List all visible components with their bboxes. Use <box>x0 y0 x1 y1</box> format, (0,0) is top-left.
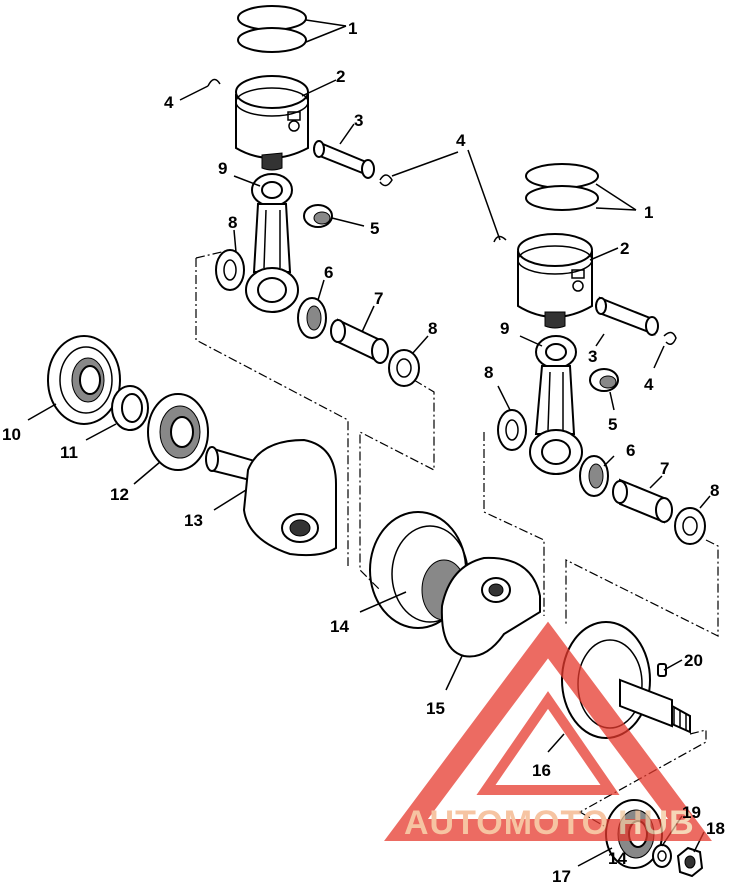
callout-1: 1 <box>644 203 653 222</box>
assembly-dash-lines <box>195 249 719 827</box>
piston-left <box>235 75 309 171</box>
crank-pin-left <box>330 318 389 364</box>
small-end-bearing-right <box>589 368 619 392</box>
piston-pin-left <box>313 140 375 179</box>
callout-2: 2 <box>336 67 345 86</box>
callout-8: 8 <box>484 363 493 382</box>
callout-7: 7 <box>374 289 383 308</box>
callout-3: 3 <box>354 111 363 130</box>
big-end-bearing-left <box>297 297 327 339</box>
crank-web-center <box>440 556 541 658</box>
crankshaft-half-left <box>205 438 337 557</box>
watermark-inner-triangle <box>476 691 620 795</box>
main-bearing-outer <box>47 335 121 425</box>
connecting-rod-left <box>245 173 299 313</box>
callout-15: 15 <box>426 699 445 718</box>
automotohub-watermark: AUTOMOTO HUB <box>384 621 712 842</box>
callout-18: 18 <box>706 819 725 838</box>
callout-11: 11 <box>60 443 78 462</box>
callout-8: 8 <box>710 481 719 500</box>
circlip-left-lower <box>379 174 393 187</box>
callout-10: 10 <box>2 425 21 444</box>
callout-12: 12 <box>110 485 129 504</box>
watermark-triangle <box>384 621 712 841</box>
small-end-bearing-left <box>303 204 333 228</box>
callout-5: 5 <box>608 415 617 434</box>
watermark-text-hub: HUB <box>618 804 695 842</box>
callout-5: 5 <box>370 219 379 238</box>
callout-4: 4 <box>456 131 466 150</box>
piston-rings-left <box>237 5 307 53</box>
callout-6: 6 <box>324 263 333 282</box>
seal-ring <box>111 385 149 431</box>
main-bearing-inner <box>147 393 209 471</box>
callout-7: 7 <box>660 459 669 478</box>
circlip-right-lower <box>663 331 677 345</box>
callout-16: 16 <box>532 761 551 780</box>
callout-4: 4 <box>644 375 654 394</box>
callout-8: 8 <box>228 213 237 232</box>
woodruff-key <box>657 663 667 677</box>
thrust-washer-right-b <box>674 507 706 545</box>
callout-20: 20 <box>684 651 703 670</box>
lock-washer <box>652 844 672 868</box>
callout-6: 6 <box>626 441 635 460</box>
connecting-rod-right <box>529 335 583 475</box>
leader-lines <box>27 19 711 867</box>
callout-19: 19 <box>682 803 701 822</box>
piston-right <box>517 233 593 329</box>
thrust-washer-left-a <box>215 249 245 291</box>
piston-pin-right <box>595 296 659 336</box>
piston-rings-right <box>525 163 599 211</box>
big-end-bearing-right <box>579 455 609 497</box>
callout-1: 1 <box>348 19 357 38</box>
crank-pin-right <box>612 478 673 524</box>
callout-13: 13 <box>184 511 203 530</box>
callout-4: 4 <box>164 93 174 112</box>
callout-17: 17 <box>552 867 571 884</box>
callout-3: 3 <box>588 347 597 366</box>
callout-labels: 1 2 3 4 4 9 5 8 6 7 8 1 2 9 3 4 8 5 6 7 … <box>2 19 725 884</box>
callout-9: 9 <box>500 319 509 338</box>
callout-14: 14 <box>608 849 627 868</box>
circlip-left-upper <box>207 78 221 87</box>
thrust-washer-left-b <box>388 349 420 387</box>
callout-9: 9 <box>218 159 227 178</box>
watermark-text-auto: AUTOMOTO <box>404 804 609 842</box>
crank-nut <box>676 846 704 878</box>
callout-2: 2 <box>620 239 629 258</box>
callout-8: 8 <box>428 319 437 338</box>
callout-14: 14 <box>330 617 349 636</box>
thrust-washer-right-a <box>497 409 527 451</box>
